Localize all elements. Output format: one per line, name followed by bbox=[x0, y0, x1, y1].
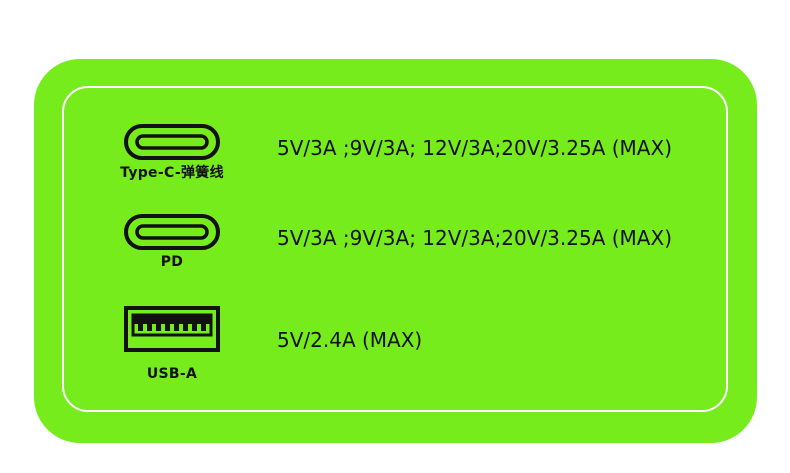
port-row-usb-a: USB-A 5V/2.4A (MAX) bbox=[62, 306, 728, 386]
usb-c-port-icon bbox=[124, 124, 220, 160]
port-spec: 5V/3A ;9V/3A; 12V/3A;20V/3.25A (MAX) bbox=[277, 226, 672, 250]
spec-panel bbox=[34, 59, 757, 443]
port-row-pd: PD 5V/3A ;9V/3A; 12V/3A;20V/3.25A (MAX) bbox=[62, 212, 728, 292]
port-spec: 5V/2.4A (MAX) bbox=[277, 328, 423, 352]
usb-c-port-icon bbox=[124, 214, 220, 250]
port-label: USB-A bbox=[146, 366, 198, 382]
port-label: Type-C-弹簧线 bbox=[120, 165, 224, 181]
inner-frame bbox=[62, 86, 728, 412]
port-label: PD bbox=[160, 254, 184, 270]
port-row-type-c-cable: Type-C-弹簧线 5V/3A ;9V/3A; 12V/3A;20V/3.25… bbox=[62, 120, 728, 200]
usb-a-port-icon bbox=[124, 306, 220, 352]
port-spec: 5V/3A ;9V/3A; 12V/3A;20V/3.25A (MAX) bbox=[277, 136, 672, 160]
